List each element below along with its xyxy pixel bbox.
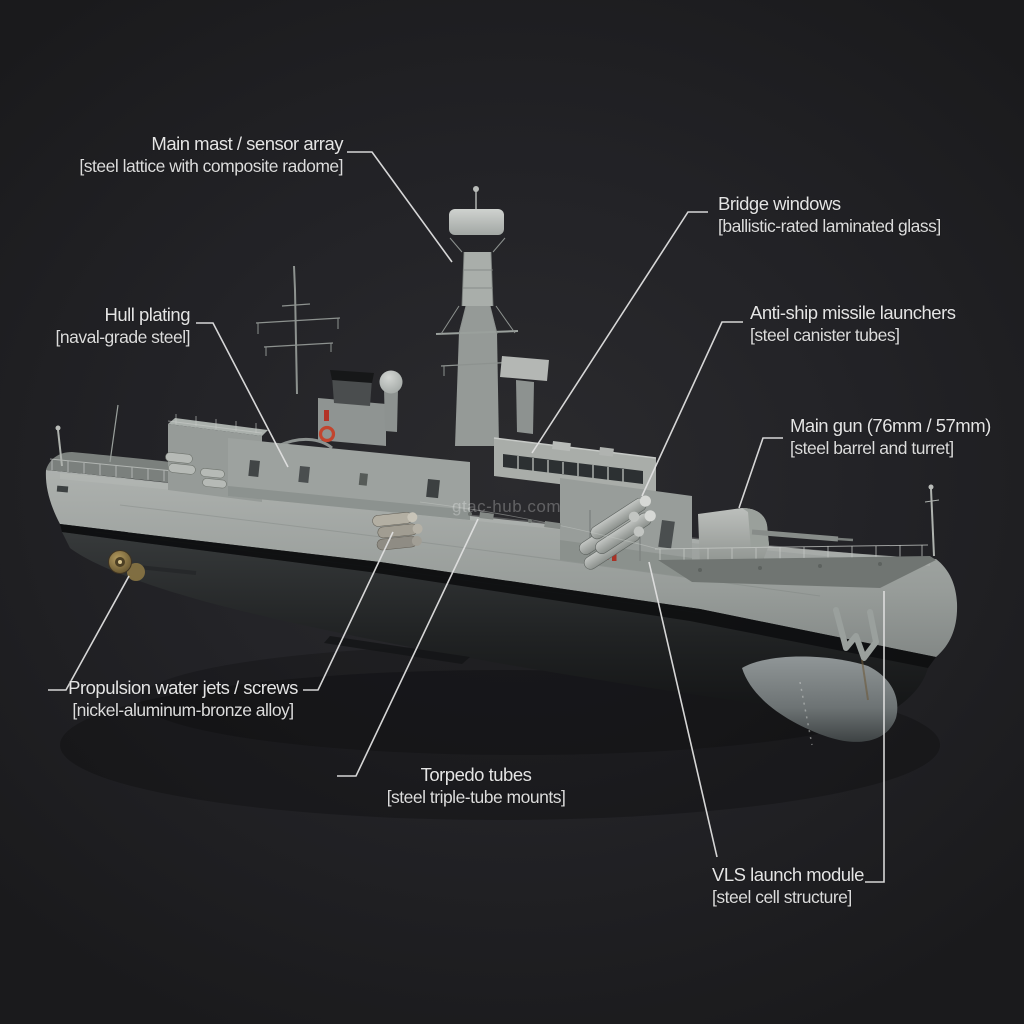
label-missiles-sub: [steel canister tubes] [750,325,900,345]
torpedo-tubes [372,512,423,551]
funnel [318,370,386,446]
label-main-gun: Main gun (76mm / 57mm) [steel barrel and… [790,415,991,459]
label-hull-sub: [naval-grade steel] [55,327,191,347]
label-propulsion-title: Propulsion water jets / screws [68,677,298,698]
aft-superstructure [165,414,268,502]
label-bridge-sub: [ballistic-rated laminated glass] [718,216,941,236]
label-missiles-title: Anti-ship missile launchers [750,302,956,323]
bulbous-bow [742,656,898,742]
propellers [108,550,197,581]
leader-missiles [641,321,743,497]
label-hull-title: Hull plating [104,304,190,325]
whip-antenna [109,404,119,463]
label-main-mast-sub: [steel lattice with composite radome] [79,156,343,176]
main-mast [435,186,519,446]
label-torpedo-sub: [steel triple-tube mounts] [386,787,566,807]
leader-lines [48,151,885,883]
label-torpedo-tubes: Torpedo tubes [steel triple-tube mounts] [387,764,566,808]
bridge [493,437,657,496]
bilge-keel [324,636,470,664]
jackstaff [924,484,940,557]
anchor [833,607,879,701]
label-vls-sub: [steel cell structure] [712,887,852,907]
leader-torpedo [337,518,479,777]
hull-side [45,470,958,657]
satcom-dome [379,370,403,432]
foredeck [654,544,936,588]
label-hull-plating: Hull plating [naval-grade steel] [55,304,191,348]
leader-vls-vertical [865,591,885,883]
label-missile-launchers: Anti-ship missile launchers [steel canis… [750,302,956,346]
ship [45,186,958,746]
leader-propulsion-left [48,575,130,691]
label-vls-module: VLS launch module [steel cell structure] [712,864,864,908]
label-torpedo-title: Torpedo tubes [420,764,532,785]
missile-launchers [579,495,656,570]
lower-hull [62,532,928,725]
ensign-staff [55,425,63,467]
aft-mast [255,265,341,395]
secondary-radar [500,356,549,434]
label-bridge-title: Bridge windows [718,193,841,214]
label-vls-title: VLS launch module [712,864,864,885]
deck-fittings [419,501,659,550]
label-propulsion: Propulsion water jets / screws [nickel-a… [68,677,298,721]
leader-main-gun [738,437,783,509]
label-main-mast-title: Main mast / sensor array [151,133,343,154]
leader-bridge [531,211,708,454]
label-bridge-windows: Bridge windows [ballistic-rated laminate… [718,193,941,237]
midship-deckhouse [228,438,470,520]
label-main-gun-sub: [steel barrel and turret] [790,438,954,458]
lifebuoy [318,410,336,443]
label-main-gun-title: Main gun (76mm / 57mm) [790,415,991,436]
label-propulsion-sub: [nickel-aluminum-bronze alloy] [72,700,294,720]
leader-main-mast [347,151,453,263]
label-main-mast: Main mast / sensor array [steel lattice … [79,133,343,177]
leader-vls-diagonal [648,561,718,858]
leader-hull [196,322,289,468]
radar-radome [449,209,504,235]
watermark: gtac-hub.com [452,497,561,516]
leader-propulsion-right [303,531,394,691]
gun-barrel [751,529,839,542]
waterline-stripe [60,524,936,668]
